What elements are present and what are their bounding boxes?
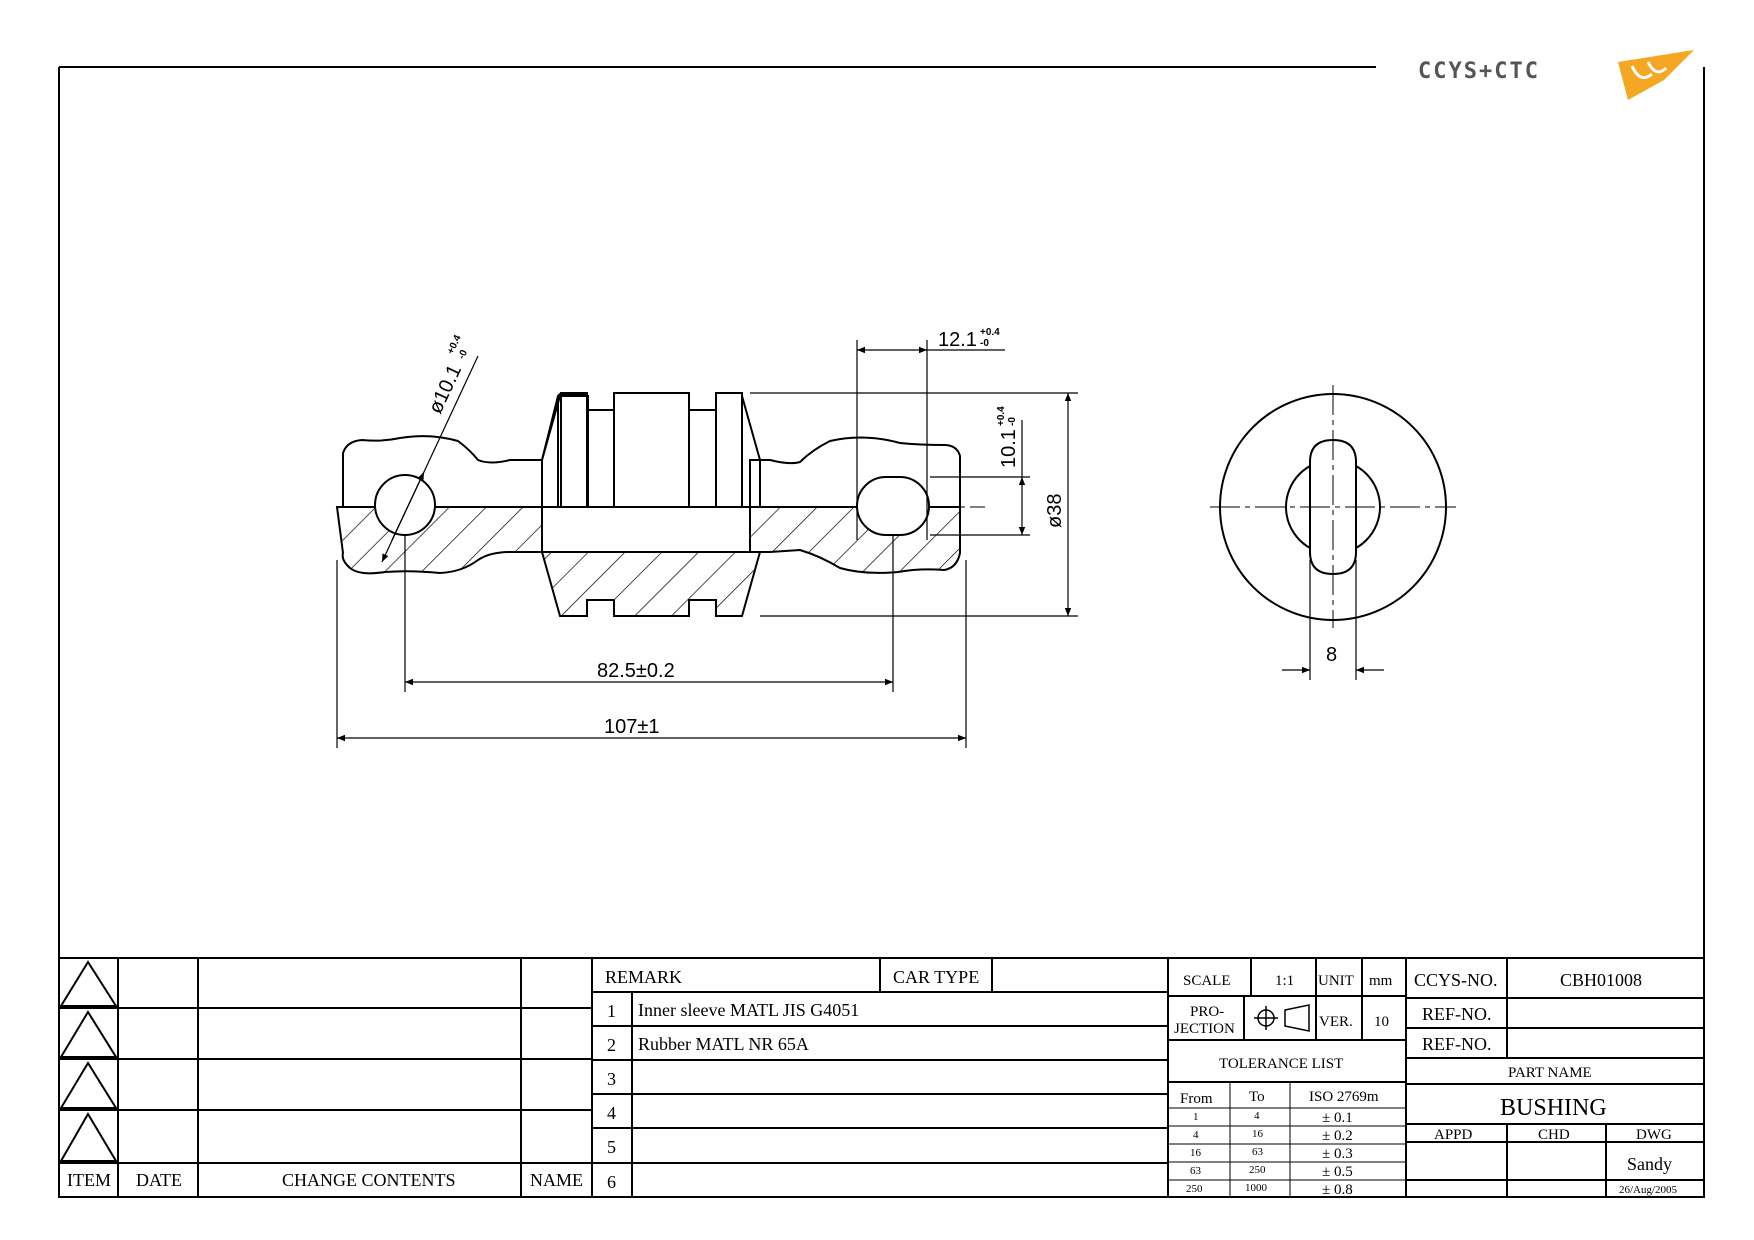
- svg-text:+0.4: +0.4: [996, 406, 1007, 426]
- company-logo: CCYS+CTC: [1418, 50, 1694, 100]
- ref-no-label: REF-NO.: [1422, 1004, 1492, 1024]
- end-view: [1210, 385, 1456, 680]
- remark-no: 6: [607, 1172, 616, 1192]
- tol-value: ± 0.8: [1322, 1182, 1353, 1198]
- tolerance-title: TOLERANCE LIST: [1219, 1056, 1343, 1072]
- remark-header: REMARK: [605, 967, 682, 987]
- svg-text:-0: -0: [1007, 417, 1018, 426]
- tol-to: 250: [1249, 1164, 1266, 1176]
- tol-to: 4: [1254, 1110, 1260, 1122]
- remark-no: 4: [607, 1103, 616, 1123]
- left-eye-hole: [374, 474, 436, 536]
- svg-text:To: To: [1249, 1089, 1265, 1105]
- tol-from: 1: [1193, 1111, 1199, 1123]
- rubber-upper: [541, 393, 589, 507]
- logo-text: CCYS+CTC: [1418, 59, 1540, 84]
- tol-value: ± 0.1: [1322, 1110, 1353, 1126]
- projection-label-2: JECTION: [1174, 1021, 1235, 1037]
- part-name-value: BUSHING: [1500, 1095, 1607, 1121]
- svg-text:ISO 2769m: ISO 2769m: [1309, 1089, 1379, 1105]
- height-half-label: 10.1: [998, 429, 1020, 468]
- drawing-date: 26/Aug/2005: [1619, 1184, 1678, 1196]
- right-eye-hole: [856, 476, 930, 536]
- projection-symbol-icon: [1254, 1004, 1310, 1032]
- remark-no: 3: [607, 1069, 616, 1089]
- tol-from: 63: [1190, 1165, 1202, 1177]
- tol-from: 250: [1186, 1183, 1203, 1195]
- overall-length-label: 107±1: [604, 716, 659, 738]
- dwg-label: DWG: [1636, 1127, 1672, 1143]
- svg-text:-0: -0: [456, 348, 470, 361]
- revision-triangles: [59, 960, 118, 1162]
- remark-no: 1: [607, 1001, 616, 1021]
- scale-value: 1:1: [1275, 973, 1294, 989]
- inner-sleeve-upper: [342, 435, 543, 508]
- part-name-label: PART NAME: [1508, 1065, 1592, 1081]
- remark-rows: 1 Inner sleeve MATL JIS G4051 2 Rubber M…: [607, 1000, 859, 1192]
- width-top-label: 12.1: [938, 329, 977, 351]
- car-type-label: CAR TYPE: [893, 967, 979, 987]
- tol-value: ± 0.2: [1322, 1128, 1353, 1144]
- remark-no: 2: [607, 1035, 616, 1055]
- side-view: [335, 392, 985, 617]
- rubber-lower-section: [540, 551, 762, 617]
- center-distance-label: 82.5±0.2: [597, 660, 675, 682]
- ver-value: 10: [1374, 1014, 1389, 1030]
- ref-no-label: REF-NO.: [1422, 1034, 1492, 1054]
- tol-from: 4: [1193, 1129, 1199, 1141]
- tol-to: 63: [1252, 1146, 1264, 1158]
- rev-header-name: NAME: [530, 1170, 583, 1190]
- ccys-no-value: CBH01008: [1560, 970, 1642, 990]
- tolerance-table: From To ISO 2769m 1 4 ± 0.1 4 16 ± 0.2 1…: [1180, 1089, 1379, 1198]
- rev-header-date: DATE: [136, 1170, 182, 1190]
- tol-value: ± 0.3: [1322, 1146, 1353, 1162]
- hole-dia-label: ø10.1: [425, 361, 467, 417]
- svg-text:From: From: [1180, 1091, 1213, 1107]
- tol-to: 1000: [1245, 1182, 1268, 1194]
- inner-sleeve-lower-section: [335, 506, 961, 575]
- svg-text:-0: -0: [980, 338, 989, 349]
- projection-label-1: PRO-: [1190, 1004, 1224, 1020]
- logo-mark-icon: [1618, 50, 1694, 100]
- appd-label: APPD: [1434, 1127, 1473, 1143]
- chd-label: CHD: [1538, 1127, 1570, 1143]
- slot-width-label: 8: [1326, 644, 1337, 666]
- remark-text: Inner sleeve MATL JIS G4051: [638, 1000, 859, 1020]
- unit-label: UNIT: [1318, 973, 1354, 989]
- dwg-value: Sandy: [1627, 1154, 1672, 1174]
- remark-text: Rubber MATL NR 65A: [638, 1034, 809, 1054]
- remark-no: 5: [607, 1137, 616, 1157]
- ccys-no-label: CCYS-NO.: [1414, 970, 1498, 990]
- rev-header-item: ITEM: [67, 1170, 111, 1190]
- svg-text:+0.4: +0.4: [980, 327, 1000, 338]
- outer-dia-label: ø38: [1044, 494, 1066, 528]
- scale-label: SCALE: [1183, 973, 1231, 989]
- end-view-slot: [1309, 438, 1357, 576]
- rev-header-change-contents: CHANGE CONTENTS: [282, 1170, 456, 1190]
- ver-label: VER.: [1319, 1014, 1353, 1030]
- unit-value: mm: [1369, 973, 1393, 989]
- tol-value: ± 0.5: [1322, 1164, 1353, 1180]
- tol-from: 16: [1190, 1147, 1202, 1159]
- side-dimensions: [336, 340, 1078, 748]
- title-block-grid: [58, 957, 1705, 1198]
- tol-to: 16: [1252, 1128, 1264, 1140]
